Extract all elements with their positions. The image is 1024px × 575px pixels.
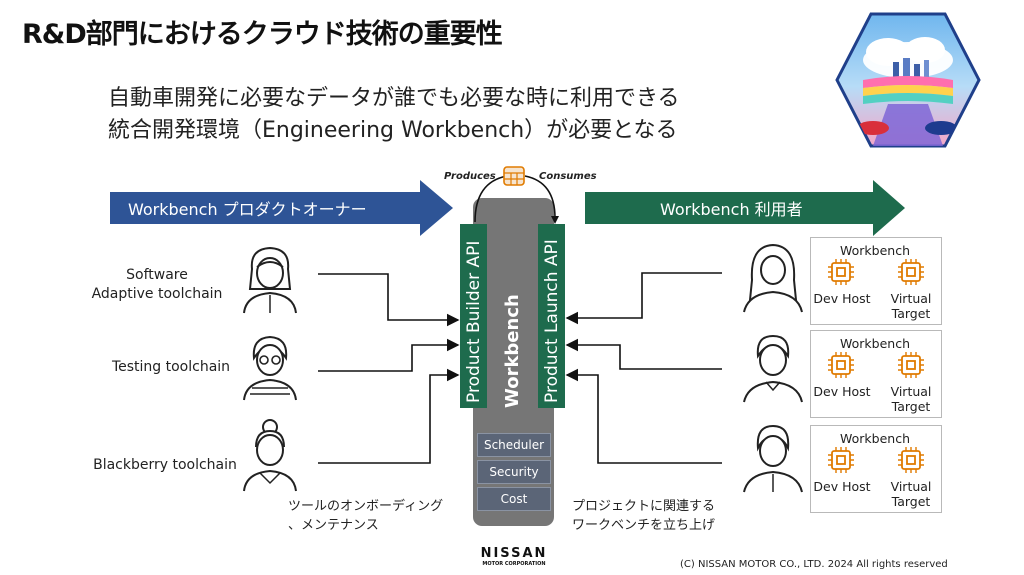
scheduler-service: Scheduler (477, 433, 551, 457)
workbench-box-2-title: Workbench (840, 336, 910, 351)
workbench-user-label: Workbench 利用者 (660, 200, 803, 219)
product-owner-arrow (110, 180, 453, 236)
person-icon-user-3 (743, 424, 803, 493)
workbench-user-arrow (585, 180, 905, 236)
workbench-box-1-title: Workbench (840, 243, 910, 258)
subtitle-line-1: 自動車開発に必要なデータが誰でも必要な時に利用できる (108, 86, 680, 111)
left-note: ツールのオンボーディング、メンテナンス (288, 499, 444, 533)
person-icon-user-1 (743, 243, 803, 313)
dev-host-label-2: Dev Host (813, 384, 871, 399)
cost-service: Cost (477, 487, 551, 511)
person-icon-testing (243, 335, 297, 401)
right-note: プロジェクトに関連するワークベンチを立ち上げ (572, 499, 716, 533)
data-table-icon (503, 166, 525, 186)
toolchain-blackberry-label: Blackberry toolchain (93, 457, 237, 473)
product-owner-label: Workbench プロダクトオーナー (128, 200, 367, 219)
dev-host-label-3: Dev Host (813, 479, 871, 494)
product-launch-api-bar (538, 224, 565, 408)
dev-host-label-1: Dev Host (813, 291, 871, 306)
produces-label: Produces (444, 171, 496, 182)
person-icon-blackberry (243, 419, 297, 492)
security-service: Security (477, 460, 551, 484)
consumes-label: Consumes (539, 171, 597, 182)
cloud-city-illustration (835, 12, 981, 148)
product-builder-api-bar (460, 224, 487, 408)
page-title: R&D部門におけるクラウド技術の重要性 (22, 19, 503, 50)
subtitle-line-2: 統合開発環境（Engineering Workbench）が必要となる (108, 118, 678, 143)
person-icon-software (243, 246, 297, 314)
person-icon-user-2 (743, 334, 803, 403)
workbench-box-3-title: Workbench (840, 431, 910, 446)
copyright-text: (C) NISSAN MOTOR CO., LTD. 2024 All righ… (680, 559, 948, 570)
toolchain-testing-label: Testing toolchain (111, 359, 231, 375)
nissan-logo: NISSAN MOTOR CORPORATION (480, 546, 548, 568)
